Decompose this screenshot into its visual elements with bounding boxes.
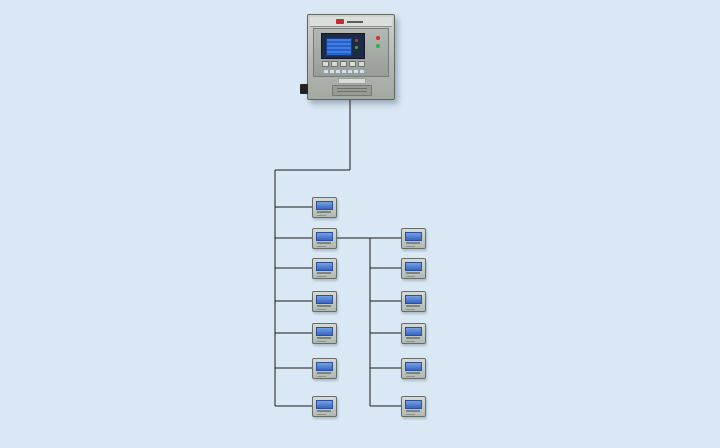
detector-label-line xyxy=(406,246,415,247)
gas-detector xyxy=(401,323,426,344)
detector-label-line xyxy=(317,414,326,415)
alarm-led-icon xyxy=(355,39,358,42)
side-horn-icon xyxy=(300,84,308,94)
detector-display xyxy=(405,400,422,409)
brand-text xyxy=(347,21,363,23)
cabinet-label xyxy=(338,78,366,84)
cabinet-vent xyxy=(332,85,372,96)
detector-label-line xyxy=(406,272,420,274)
detector-label-line xyxy=(317,410,331,412)
detector-label-line xyxy=(317,341,326,342)
detector-label-line xyxy=(406,305,420,307)
detector-display xyxy=(316,295,333,304)
panel-button xyxy=(331,61,338,67)
detector-display xyxy=(316,362,333,371)
detector-label-line xyxy=(317,372,331,374)
detector-display xyxy=(405,362,422,371)
detector-label-line xyxy=(317,215,326,216)
detector-label-line xyxy=(406,414,415,415)
detector-display xyxy=(316,201,333,210)
detector-label-line xyxy=(317,276,326,277)
detector-label-line xyxy=(317,246,326,247)
power-led-icon xyxy=(355,46,358,49)
gas-detector xyxy=(312,197,337,218)
panel-button xyxy=(340,61,347,67)
gas-detector xyxy=(312,396,337,417)
detector-label-line xyxy=(317,242,331,244)
panel-button xyxy=(322,61,329,67)
panel-button xyxy=(358,61,365,67)
detector-label-line xyxy=(406,337,420,339)
detector-display xyxy=(405,327,422,336)
lcd-screen xyxy=(326,38,352,56)
gas-detector xyxy=(401,396,426,417)
detector-display xyxy=(316,262,333,271)
gas-detector xyxy=(401,291,426,312)
detector-display xyxy=(405,295,422,304)
brand-logo-icon xyxy=(336,19,344,24)
panel-button xyxy=(349,61,356,67)
detector-label-line xyxy=(406,372,420,374)
controller-front-panel xyxy=(313,28,389,77)
detector-label-line xyxy=(406,309,415,310)
detector-label-line xyxy=(317,337,331,339)
detector-display xyxy=(316,327,333,336)
detector-label-line xyxy=(406,276,415,277)
detector-label-line xyxy=(317,272,331,274)
gas-detector xyxy=(312,258,337,279)
detector-label-line xyxy=(406,376,415,377)
detector-label-line xyxy=(317,376,326,377)
gas-detector xyxy=(401,358,426,379)
detector-display xyxy=(405,232,422,241)
gas-detector xyxy=(401,228,426,249)
panel-alarm-led-icon xyxy=(376,36,380,40)
panel-label-text xyxy=(324,70,364,73)
detector-label-line xyxy=(317,211,331,213)
detector-label-line xyxy=(317,305,331,307)
detector-label-line xyxy=(406,242,420,244)
gas-detector xyxy=(312,291,337,312)
controller-top-strip xyxy=(310,17,392,27)
gas-detector xyxy=(401,258,426,279)
panel-run-led-icon xyxy=(376,44,380,48)
gas-detector xyxy=(312,228,337,249)
detector-label-line xyxy=(317,309,326,310)
detector-display xyxy=(316,232,333,241)
lcd-display-frame xyxy=(321,33,365,59)
gas-detector xyxy=(312,358,337,379)
gas-detector xyxy=(312,323,337,344)
detector-display xyxy=(316,400,333,409)
gas-alarm-controller xyxy=(300,14,395,100)
detector-label-line xyxy=(406,341,415,342)
detector-label-line xyxy=(406,410,420,412)
detector-display xyxy=(405,262,422,271)
